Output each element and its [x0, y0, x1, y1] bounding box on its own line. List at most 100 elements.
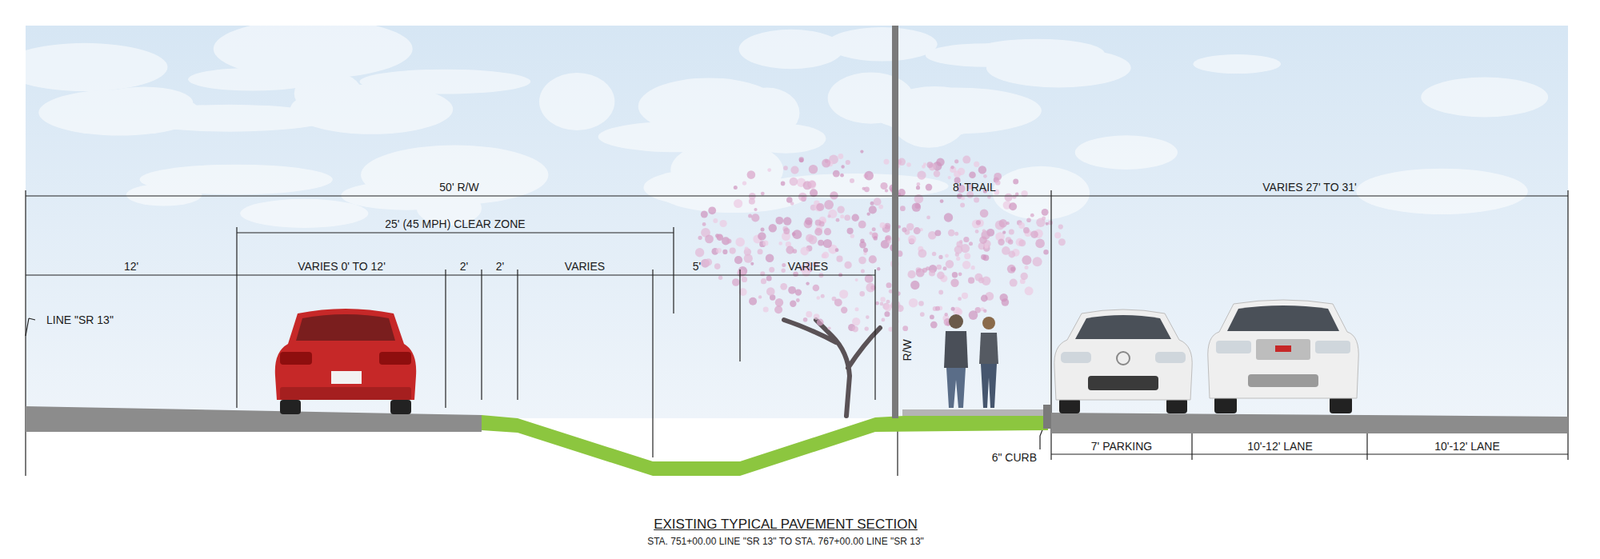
- blossom-dot: [702, 222, 707, 227]
- blossom-dot: [951, 307, 956, 312]
- blossom-dot: [864, 171, 874, 181]
- blossom-dot: [952, 272, 958, 278]
- blossom-dot: [834, 298, 843, 307]
- blossom-dot: [932, 252, 936, 256]
- blossom-dot: [836, 256, 843, 263]
- blossom-dot: [944, 253, 949, 258]
- blossom-dot: [878, 204, 884, 210]
- blossom-dot: [968, 277, 975, 284]
- blossom-dot: [855, 278, 859, 282]
- blossom-dot: [788, 286, 796, 295]
- blossom-dot: [860, 239, 864, 244]
- blossom-dot: [980, 295, 988, 303]
- blossom-dot: [1030, 213, 1035, 218]
- blossom-dot: [733, 185, 738, 190]
- blossom-dot: [766, 276, 772, 282]
- blossom-dot: [973, 161, 980, 168]
- tree: [695, 150, 1066, 417]
- blossom-dot: [840, 164, 844, 168]
- blossom-dot: [923, 162, 927, 166]
- blossom-dot: [933, 170, 940, 177]
- blossom-dot: [979, 236, 988, 244]
- blossom-dot: [790, 166, 799, 175]
- blossom-dot: [1041, 216, 1046, 221]
- blossom-dot: [864, 274, 874, 284]
- blossom-dot: [993, 172, 1002, 181]
- blossom-dot: [808, 164, 818, 174]
- blossom-dot: [747, 170, 756, 180]
- blossom-dot: [763, 307, 769, 313]
- blossom-dot: [873, 236, 878, 240]
- blossom-dot: [865, 315, 870, 320]
- blossom-dot: [1026, 218, 1032, 224]
- blossom-dot: [718, 276, 723, 280]
- blossom-dot: [817, 240, 824, 247]
- blossom-dot: [926, 216, 931, 220]
- blossom-dot: [1032, 256, 1043, 267]
- blossom-dot: [1007, 264, 1016, 274]
- blossom-dot: [789, 177, 799, 187]
- blossom-dot: [954, 232, 959, 236]
- blossom-dot: [798, 192, 808, 202]
- blossom-dot: [886, 300, 891, 304]
- cloud-puff: [1420, 77, 1548, 118]
- blossom-dot: [936, 272, 945, 280]
- blossom-dot: [880, 182, 888, 190]
- blossom-dot: [976, 220, 981, 225]
- blossom-dot: [729, 248, 736, 255]
- blossom-dot: [884, 311, 890, 317]
- dimension-label: 10'-12' LANE: [1434, 440, 1500, 453]
- blossom-dot: [1041, 208, 1049, 216]
- blossom-dot: [796, 298, 800, 303]
- blossom-dot: [913, 227, 921, 235]
- blossom-dot: [733, 199, 743, 208]
- blossom-dot: [884, 188, 888, 192]
- dimension-label: 12': [124, 260, 139, 273]
- blossom-dot: [929, 315, 935, 320]
- blossom-dot: [840, 173, 844, 178]
- cloud-puff: [739, 29, 844, 69]
- blossom-dot: [948, 229, 956, 237]
- blossom-dot: [908, 270, 916, 279]
- blossom-dot: [765, 253, 775, 263]
- blossom-dot: [962, 156, 971, 164]
- blossom-dot: [827, 214, 831, 218]
- blossom-dot: [1001, 298, 1010, 307]
- blossom-dot: [950, 279, 959, 288]
- blossom-dot: [768, 267, 775, 273]
- blossom-dot: [1030, 230, 1039, 239]
- blossom-dot: [940, 199, 944, 204]
- trail-pavement: [902, 409, 1045, 416]
- blossom-dot: [884, 159, 890, 165]
- blossom-dot: [938, 255, 943, 260]
- blossom-dot: [775, 216, 784, 225]
- blossom-dot: [968, 172, 976, 180]
- dimension-label: VARIES: [564, 260, 605, 273]
- blossom-dot: [938, 290, 944, 296]
- blossom-dot: [766, 287, 776, 296]
- blossom-dot: [734, 256, 743, 264]
- cloud-puff: [992, 166, 1090, 220]
- blossom-dot: [805, 234, 814, 243]
- cloud-puff: [240, 199, 368, 228]
- blossom-dot: [1008, 228, 1015, 235]
- blossom-dot: [863, 248, 868, 253]
- blossom-dot: [900, 205, 906, 212]
- blossom-dot: [760, 192, 765, 196]
- cloud-puff: [890, 87, 968, 148]
- tree-blossom: [695, 150, 1066, 333]
- blossom-dot: [1012, 195, 1016, 200]
- blossom-dot: [968, 241, 973, 246]
- cloud-puff: [638, 77, 780, 135]
- blossom-dot: [758, 295, 762, 299]
- blossom-dot: [908, 298, 919, 308]
- red-car: [275, 308, 416, 415]
- blossom-dot: [822, 252, 830, 260]
- blossom-dot: [995, 180, 1000, 185]
- blossom-dot: [974, 273, 983, 282]
- blossom-dot: [920, 312, 925, 317]
- blossom-dot: [880, 296, 885, 302]
- pedestrians: [944, 314, 999, 408]
- blossom-dot: [944, 312, 948, 316]
- blossom-dot: [792, 248, 797, 254]
